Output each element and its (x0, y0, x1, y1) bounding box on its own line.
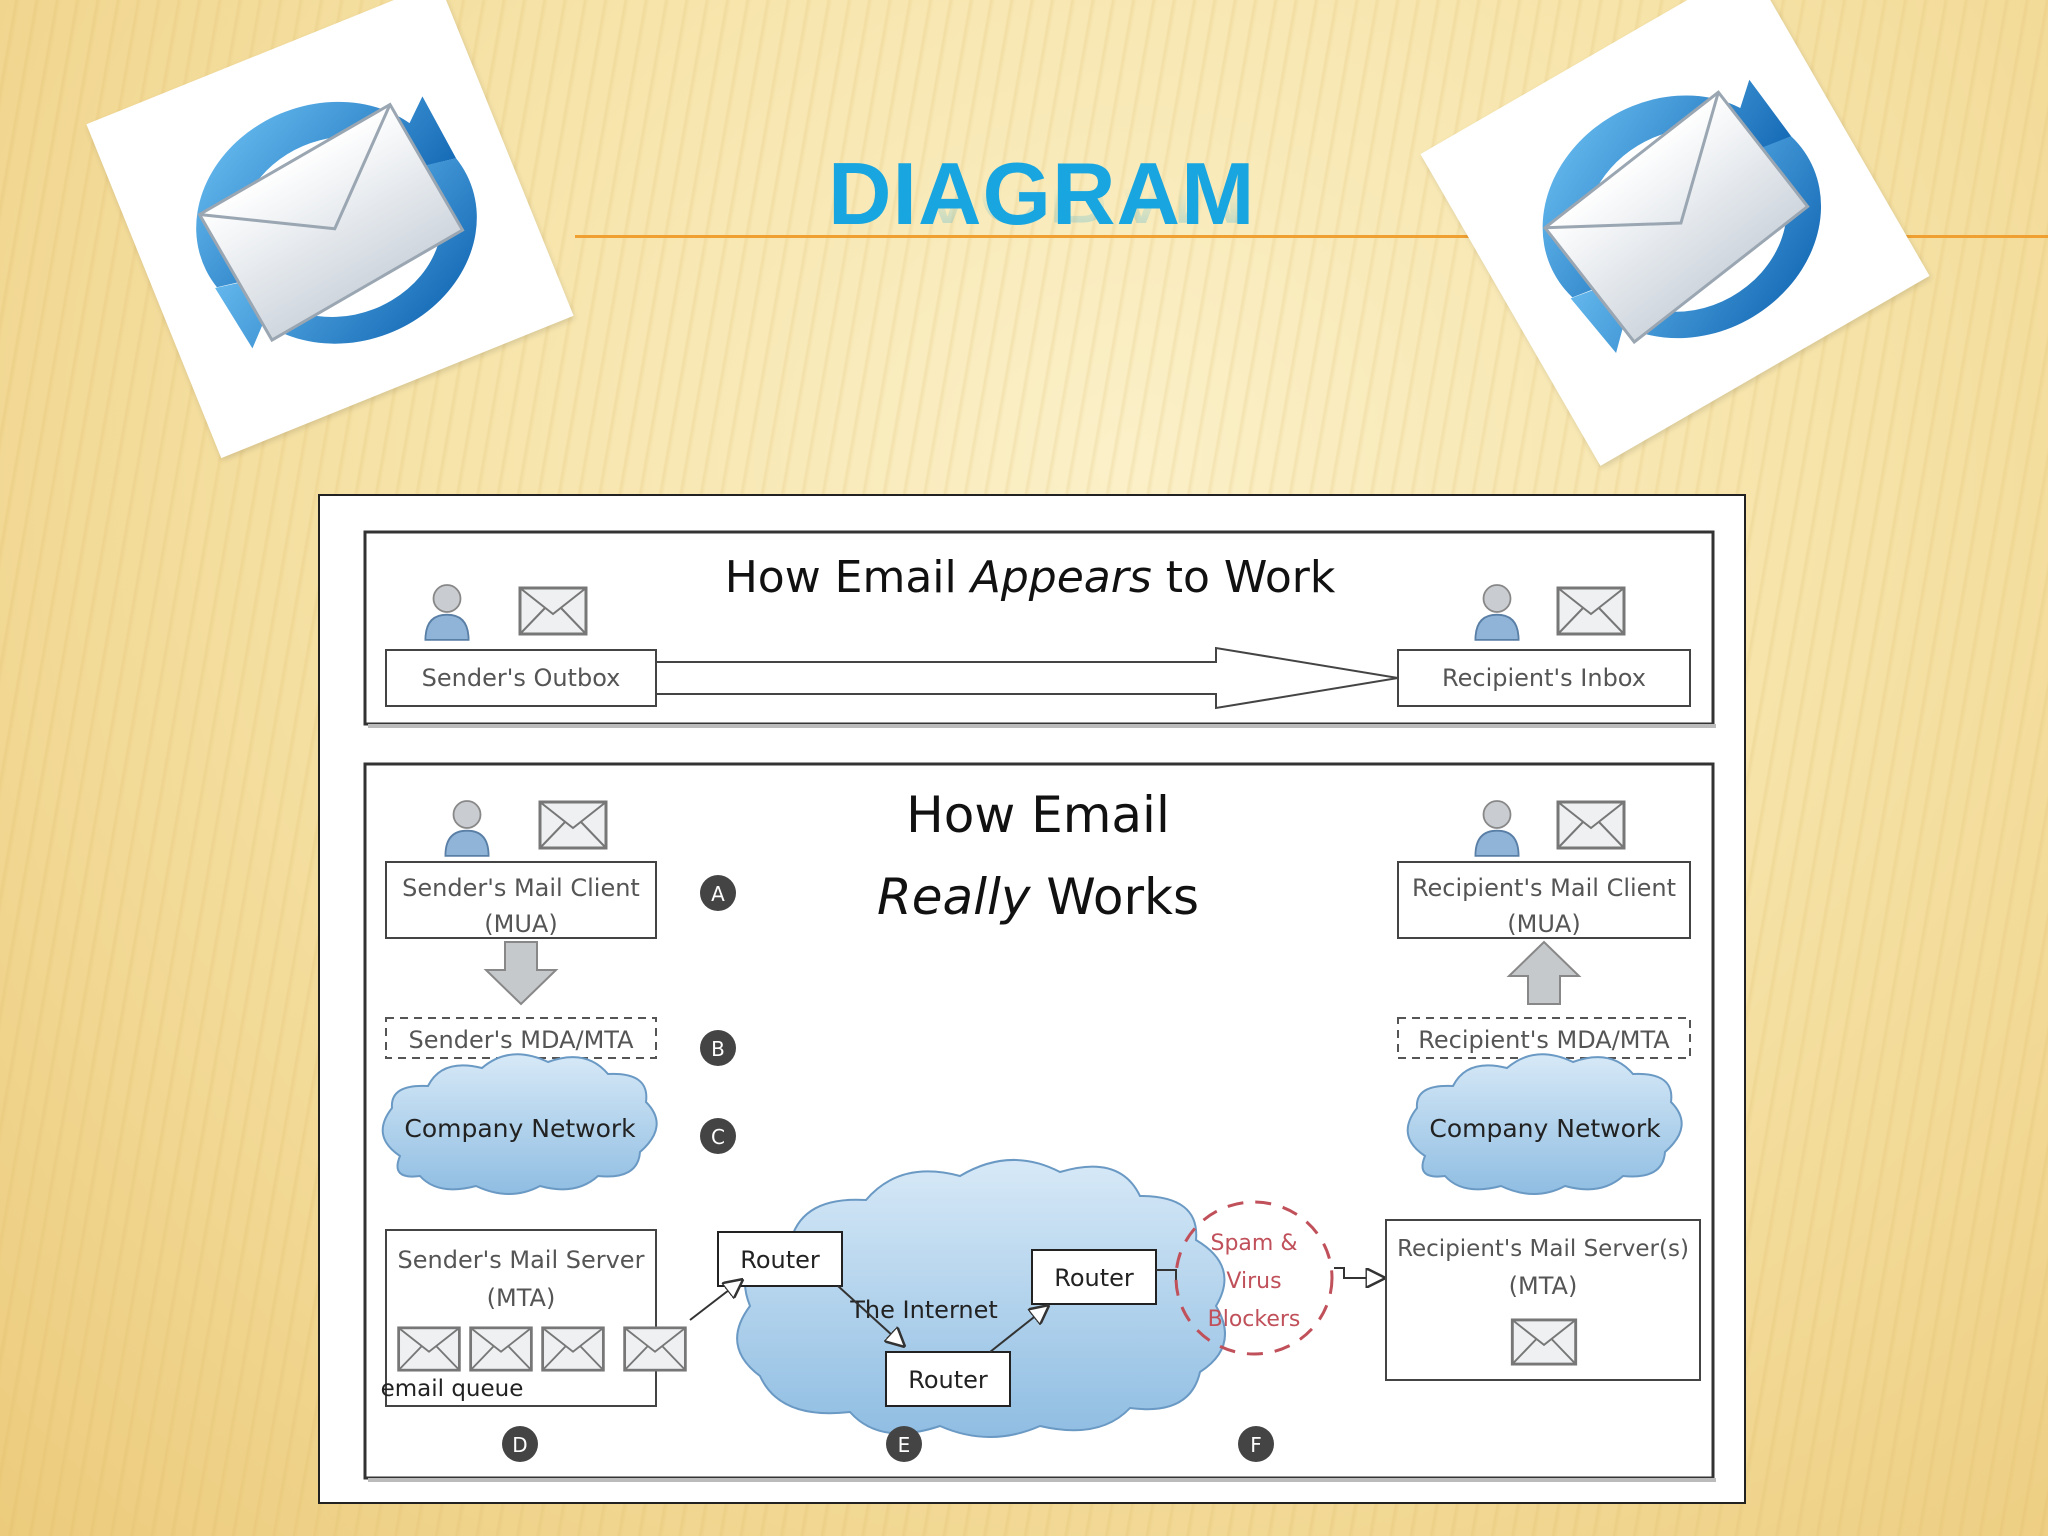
svg-text:B: B (711, 1037, 725, 1061)
recipient-mail-client-label: Recipient's Mail Client (1412, 874, 1676, 902)
appears-heading-pre: How Email (725, 552, 971, 603)
email-sync-icon-right (1420, 0, 1930, 466)
queue-envelope-icon-3 (541, 1326, 605, 1372)
internet-label: The Internet (849, 1296, 998, 1324)
sender-mail-server-label: Sender's Mail Server (398, 1246, 645, 1274)
connector-router3-spam (1156, 1269, 1177, 1284)
delivery-arrow (655, 646, 1399, 710)
sender-mda-box (385, 1017, 657, 1059)
marker-c: C (700, 1118, 736, 1154)
marker-e: E (886, 1426, 922, 1462)
spam-label-1: Spam & (1211, 1231, 1298, 1256)
spam-label-2: Virus (1226, 1269, 1281, 1294)
router-label-1: Router (740, 1246, 820, 1274)
appears-panel: How Email Appears to Work Sender's Outbo… (363, 530, 1716, 728)
marker-d: D (502, 1426, 538, 1462)
svg-text:Really Works: Really Works (877, 868, 1199, 926)
company-network-right-label: Company Network (1429, 1114, 1661, 1143)
sender-mail-client-box (385, 861, 657, 939)
connector-router2-router3 (989, 1306, 1048, 1353)
recipient-mail-client-sub: (MUA) (1507, 910, 1580, 938)
really-heading-line1: How Email (906, 786, 1170, 844)
svg-text:D: D (512, 1433, 527, 1457)
router-label-3: Router (1054, 1264, 1134, 1292)
recipient-inbox-label: Recipient's Inbox (1442, 664, 1646, 692)
connector-router1-router2 (837, 1285, 904, 1346)
email-sync-icon-left (86, 0, 574, 459)
sender-mail-client-sub: (MUA) (484, 910, 557, 938)
svg-text:C: C (711, 1125, 725, 1149)
sender-mail-server-box (385, 1229, 657, 1407)
svg-text:A: A (711, 882, 725, 906)
down-arrow-icon (483, 941, 559, 1006)
email-queue-label: email queue (381, 1376, 524, 1402)
really-panel: How Email Really Works Sender's Mail Cli… (363, 762, 1716, 1482)
internet-cloud (736, 1158, 1226, 1438)
spam-label-3: Blockers (1208, 1307, 1301, 1332)
recipient-envelope-icon (1556, 586, 1626, 636)
up-arrow-icon (1506, 940, 1582, 1005)
svg-text:F: F (1250, 1433, 1262, 1457)
envelope-arrows-icon (196, 96, 477, 349)
marker-f: F (1238, 1426, 1274, 1462)
envelope-arrows-icon (1542, 79, 1822, 353)
company-network-cloud-right (1406, 1053, 1683, 1195)
router-box-2 (885, 1351, 1011, 1407)
router-box-3 (1031, 1249, 1157, 1305)
sender-outbox-box (385, 649, 657, 707)
sender-mail-client-label: Sender's Mail Client (402, 874, 640, 902)
queue-envelope-icon-4 (623, 1326, 687, 1372)
recipient-mail-server-label: Recipient's Mail Server(s) (1397, 1236, 1689, 1262)
sender-mail-server-sub: (MTA) (487, 1284, 556, 1312)
recipient-mda-label: Recipient's MDA/MTA (1418, 1026, 1670, 1054)
sender-mda-label: Sender's MDA/MTA (409, 1026, 635, 1054)
email-flow-diagram: How Email Appears to Work Sender's Outbo… (318, 494, 1746, 1504)
appears-heading-post: to Work (1152, 552, 1336, 603)
router-label-2: Router (908, 1366, 988, 1394)
recipient-envelope-icon-2 (1556, 800, 1626, 850)
svg-text:E: E (898, 1433, 911, 1457)
recipient-mail-client-box (1397, 861, 1691, 939)
recipient-mail-server-sub: (MTA) (1509, 1272, 1578, 1300)
company-network-left-label: Company Network (404, 1114, 636, 1143)
slide-title: DIAGRAM (828, 144, 1256, 243)
sender-envelope-icon-2 (538, 800, 608, 850)
router-box-1 (717, 1231, 843, 1287)
recipient-mda-box (1397, 1017, 1691, 1059)
marker-a: A (700, 875, 736, 911)
marker-b: B (700, 1030, 736, 1066)
recipient-server-envelope-icon (1510, 1318, 1578, 1366)
svg-text:How Email Appears to Work: How Email Appears to Work (725, 552, 1336, 603)
slide-title-reflection: DIAGRAM (828, 143, 1246, 242)
title-rule (575, 235, 2048, 238)
sender-outbox-label: Sender's Outbox (422, 664, 621, 692)
spam-blocker-ring (1174, 1200, 1334, 1356)
company-network-cloud-left (381, 1053, 658, 1195)
really-heading-post: Works (1030, 868, 1199, 926)
connector-spam-recipient (1334, 1267, 1384, 1278)
appears-heading-em: Appears (968, 552, 1152, 603)
really-heading-em: Really (877, 868, 1032, 926)
queue-envelope-icon-2 (469, 1326, 533, 1372)
sender-envelope-icon (518, 586, 588, 636)
connector-queue-router1 (689, 1280, 742, 1321)
queue-envelope-icon-1 (397, 1326, 461, 1372)
recipient-inbox-box (1397, 649, 1691, 707)
